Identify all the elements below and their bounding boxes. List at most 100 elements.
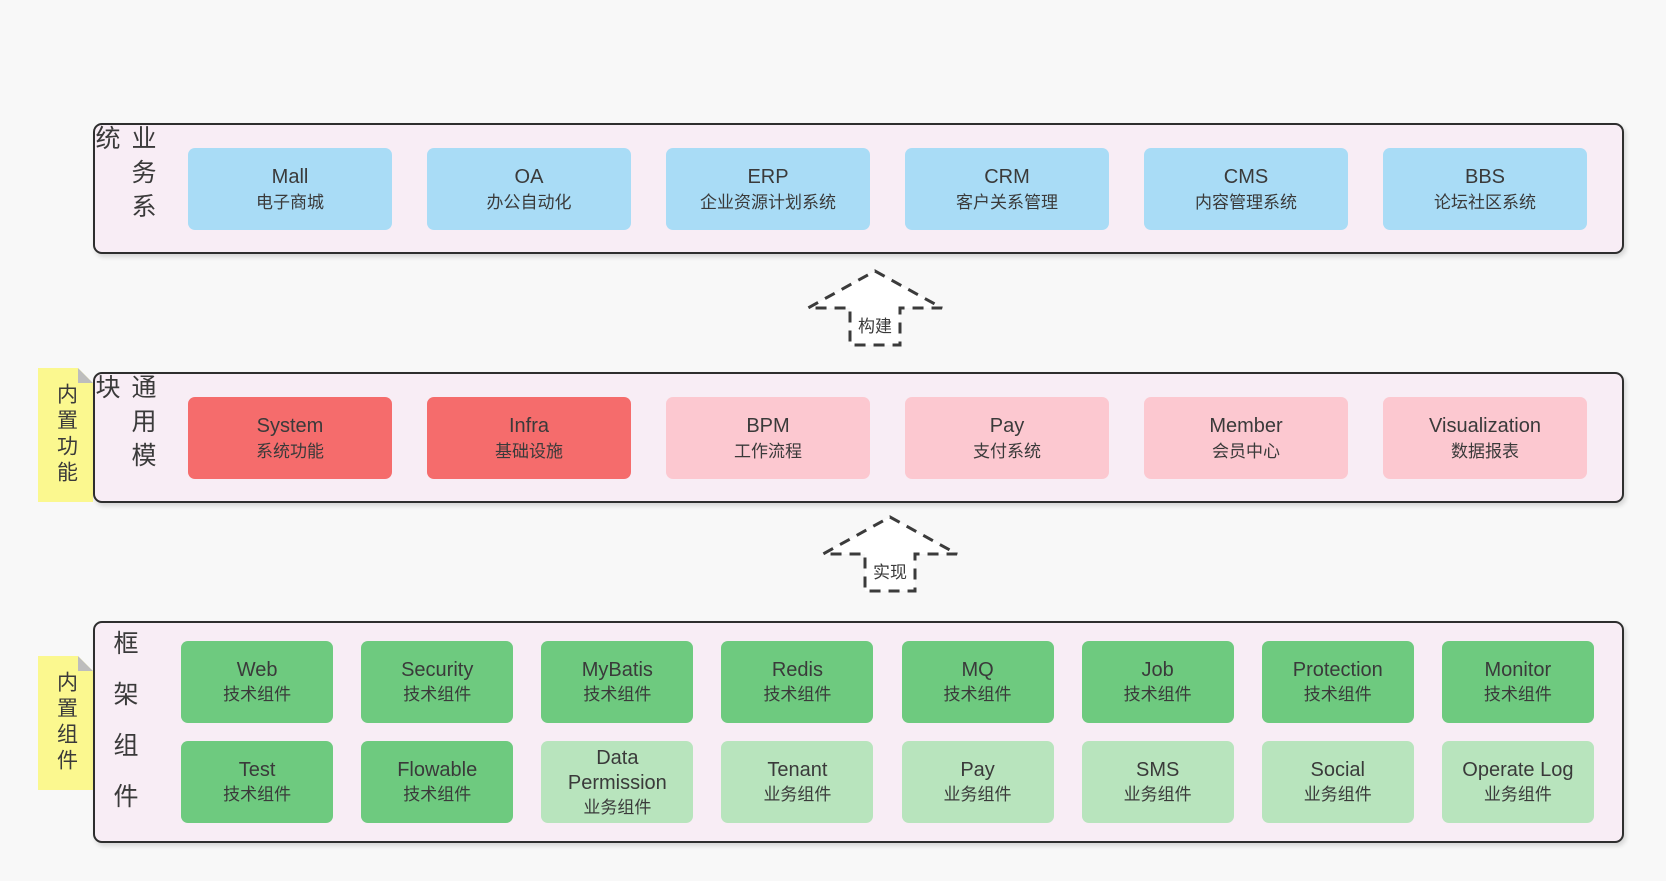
box-subtitle: 业务组件: [943, 784, 1012, 804]
box-subtitle: 技术组件: [403, 684, 472, 704]
arrow-build-label: 构建: [858, 317, 892, 336]
box-title: Web: [236, 659, 278, 682]
box-title: Pay: [960, 759, 995, 782]
box-pay-business: Pay 业务组件: [901, 741, 1054, 823]
band-business-systems: 业务系统 Mall 电子商城 OA 办公自动化 ERP 企业资源计划系统 CRM…: [92, 123, 1624, 254]
box-subtitle: 支付系统: [973, 441, 1041, 461]
band-common-modules: 通用模块 System 系统功能 Infra 基础设施 BPM 工作流程 Pay…: [92, 372, 1624, 503]
box-subtitle: 技术组件: [943, 684, 1012, 704]
component-row-1: Web 技术组件 Security 技术组件 MyBatis 技术组件 Redi…: [153, 641, 1622, 723]
box-flowable: Flowable 技术组件: [361, 741, 514, 823]
box-title: Operate Log: [1462, 759, 1574, 782]
box-bpm: BPM 工作流程: [666, 396, 870, 479]
box-subtitle: 基础设施: [495, 441, 563, 461]
box-title: Job: [1141, 659, 1174, 682]
box-title: Visualization: [1429, 414, 1541, 437]
box-title: Test: [238, 759, 276, 782]
box-title: Monitor: [1484, 659, 1552, 682]
band-framework-components: 框架组件 Web 技术组件 Security 技术组件 MyBatis 技术组件…: [93, 621, 1624, 843]
box-sms: SMS 业务组件: [1081, 741, 1234, 823]
dashed-up-arrow-shape: [807, 269, 943, 347]
box-bbs: BBS 论坛社区系统: [1383, 147, 1587, 230]
band-components-label: 框架组件: [110, 630, 138, 834]
band-business-label: 业务系统: [92, 125, 156, 227]
box-title: OA: [514, 165, 544, 188]
component-rows: Web 技术组件 Security 技术组件 MyBatis 技术组件 Redi…: [153, 623, 1622, 841]
box-subtitle: 客户关系管理: [956, 192, 1058, 212]
box-web: Web 技术组件: [181, 641, 334, 723]
box-mq: MQ 技术组件: [901, 641, 1054, 723]
box-mybatis: MyBatis 技术组件: [541, 641, 694, 723]
sticky-note-built-in-functions: 内置功能: [38, 368, 93, 502]
module-boxes: System 系统功能 Infra 基础设施 BPM 工作流程 Pay 支付系统…: [153, 374, 1622, 501]
box-title: BPM: [746, 414, 790, 437]
box-title: ERP: [747, 165, 789, 188]
box-member: Member 会员中心: [1144, 396, 1348, 479]
box-subtitle: 技术组件: [1303, 684, 1372, 704]
box-oa: OA 办公自动化: [427, 147, 631, 230]
box-subtitle: 内容管理系统: [1195, 192, 1297, 212]
dashed-up-arrow-shape: [822, 515, 958, 593]
box-subtitle: 业务组件: [1303, 784, 1372, 804]
box-subtitle: 论坛社区系统: [1434, 192, 1536, 212]
component-row-2: Test 技术组件 Flowable 技术组件 Data Permission …: [153, 741, 1622, 823]
box-social: Social 业务组件: [1261, 741, 1414, 823]
box-security: Security 技术组件: [361, 641, 514, 723]
box-subtitle: 业务组件: [1483, 784, 1552, 804]
box-mall: Mall 电子商城: [188, 147, 392, 230]
box-subtitle: 业务组件: [1123, 784, 1192, 804]
box-visualization: Visualization 数据报表: [1383, 396, 1587, 479]
box-title: BBS: [1464, 165, 1506, 188]
box-title: CRM: [984, 165, 1030, 188]
box-system: System 系统功能: [188, 396, 392, 479]
box-title: Data Permission: [567, 746, 667, 795]
box-infra: Infra 基础设施: [427, 396, 631, 479]
arrow-implement-label: 实现: [873, 563, 907, 582]
box-crm: CRM 客户关系管理: [905, 147, 1109, 230]
box-subtitle: 电子商城: [256, 192, 324, 212]
box-subtitle: 业务组件: [583, 797, 652, 817]
arrow-up-build-icon: 构建: [805, 268, 945, 348]
box-subtitle: 技术组件: [1123, 684, 1192, 704]
box-subtitle: 技术组件: [223, 684, 292, 704]
box-erp: ERP 企业资源计划系统: [666, 147, 870, 230]
box-title: Infra: [508, 414, 550, 437]
sticky-note-built-in-components: 内置组件: [38, 656, 93, 790]
box-monitor: Monitor 技术组件: [1441, 641, 1594, 723]
box-title: Flowable: [397, 759, 478, 782]
box-cms: CMS 内容管理系统: [1144, 147, 1348, 230]
box-subtitle: 技术组件: [403, 784, 472, 804]
box-title: MyBatis: [581, 659, 653, 682]
box-job: Job 技术组件: [1081, 641, 1234, 723]
box-pay: Pay 支付系统: [905, 396, 1109, 479]
box-title: Member: [1209, 414, 1283, 437]
box-data-permission: Data Permission 业务组件: [541, 741, 694, 823]
box-subtitle: 技术组件: [1483, 684, 1552, 704]
box-protection: Protection 技术组件: [1261, 641, 1414, 723]
band-modules-label: 通用模块: [92, 374, 156, 476]
box-subtitle: 会员中心: [1212, 441, 1280, 461]
box-subtitle: 技术组件: [583, 684, 652, 704]
box-title: Redis: [771, 659, 823, 682]
box-subtitle: 工作流程: [734, 441, 802, 461]
box-subtitle: 技术组件: [223, 784, 292, 804]
arrow-up-implement-icon: 实现: [820, 514, 960, 594]
box-title: Pay: [989, 414, 1025, 437]
business-boxes: Mall 电子商城 OA 办公自动化 ERP 企业资源计划系统 CRM 客户关系…: [153, 125, 1622, 252]
box-redis: Redis 技术组件: [721, 641, 874, 723]
box-title: Security: [401, 659, 474, 682]
box-title: Social: [1310, 759, 1365, 782]
box-title: Protection: [1292, 659, 1383, 682]
box-title: CMS: [1223, 165, 1269, 188]
box-title: System: [256, 414, 324, 437]
box-subtitle: 系统功能: [256, 441, 324, 461]
box-operate-log: Operate Log 业务组件: [1441, 741, 1594, 823]
box-subtitle: 数据报表: [1451, 441, 1519, 461]
box-subtitle: 办公自动化: [486, 192, 572, 212]
box-subtitle: 技术组件: [763, 684, 832, 704]
box-title: Mall: [271, 165, 309, 188]
box-title: MQ: [961, 659, 994, 682]
box-subtitle: 企业资源计划系统: [700, 192, 836, 212]
box-subtitle: 业务组件: [763, 784, 832, 804]
